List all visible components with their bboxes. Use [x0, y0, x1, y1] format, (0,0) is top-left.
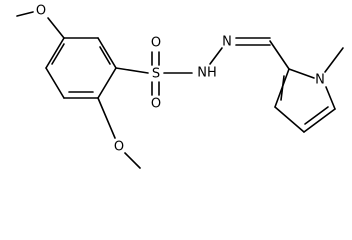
double-bond-c4-c5-inner	[304, 106, 329, 125]
bond-c3-c4-pyrrole	[274, 106, 305, 133]
bond-c3-c4	[97, 67, 117, 99]
pyrrole-ring: N	[274, 47, 344, 133]
atom-nh: NH	[197, 66, 217, 81]
atom-n-imine: N	[222, 35, 232, 50]
bond-n-methyl	[324, 47, 344, 73]
bond-ch-c2-pyrrole	[269, 40, 290, 70]
atom-n-pyrrole: N	[315, 73, 325, 88]
bond-c2-c3	[97, 37, 117, 69]
bond-o-ch3	[16, 11, 34, 17]
bond-c3-s	[115, 67, 149, 74]
benzene-ring	[45, 37, 117, 99]
methoxy-bottom: O	[97, 97, 141, 169]
bond-o-ch3-bottom	[124, 152, 141, 169]
bond-c6-c1	[45, 37, 65, 69]
atom-oxygen-top: O	[36, 4, 46, 19]
double-bond-inner-3	[51, 43, 65, 65]
bond-c5-n-pyrrole	[325, 86, 336, 110]
double-bond-inner-1	[99, 46, 111, 65]
bond-c5-c6	[45, 67, 65, 99]
atom-oxygen-bottom: O	[114, 140, 124, 155]
bond-c1-o	[47, 17, 65, 39]
atom-oxygen-lower: O	[151, 97, 161, 112]
bond-c4-o	[97, 97, 116, 139]
chemical-structure-diagram: O O S O O NH N N	[16, 4, 344, 169]
bond-n-c2-pyrrole	[288, 68, 315, 79]
hydrazone-linkage: NH N	[197, 35, 290, 81]
bond-nh-n	[209, 47, 223, 65]
double-bond-c2-c3-inner	[280, 75, 285, 101]
bond-c4-c5-pyrrole	[303, 108, 336, 133]
sulfonyl-group: S O O	[115, 36, 193, 112]
atom-sulfur: S	[152, 67, 160, 82]
methoxy-top: O	[16, 4, 65, 39]
atom-oxygen-upper: O	[151, 36, 161, 51]
